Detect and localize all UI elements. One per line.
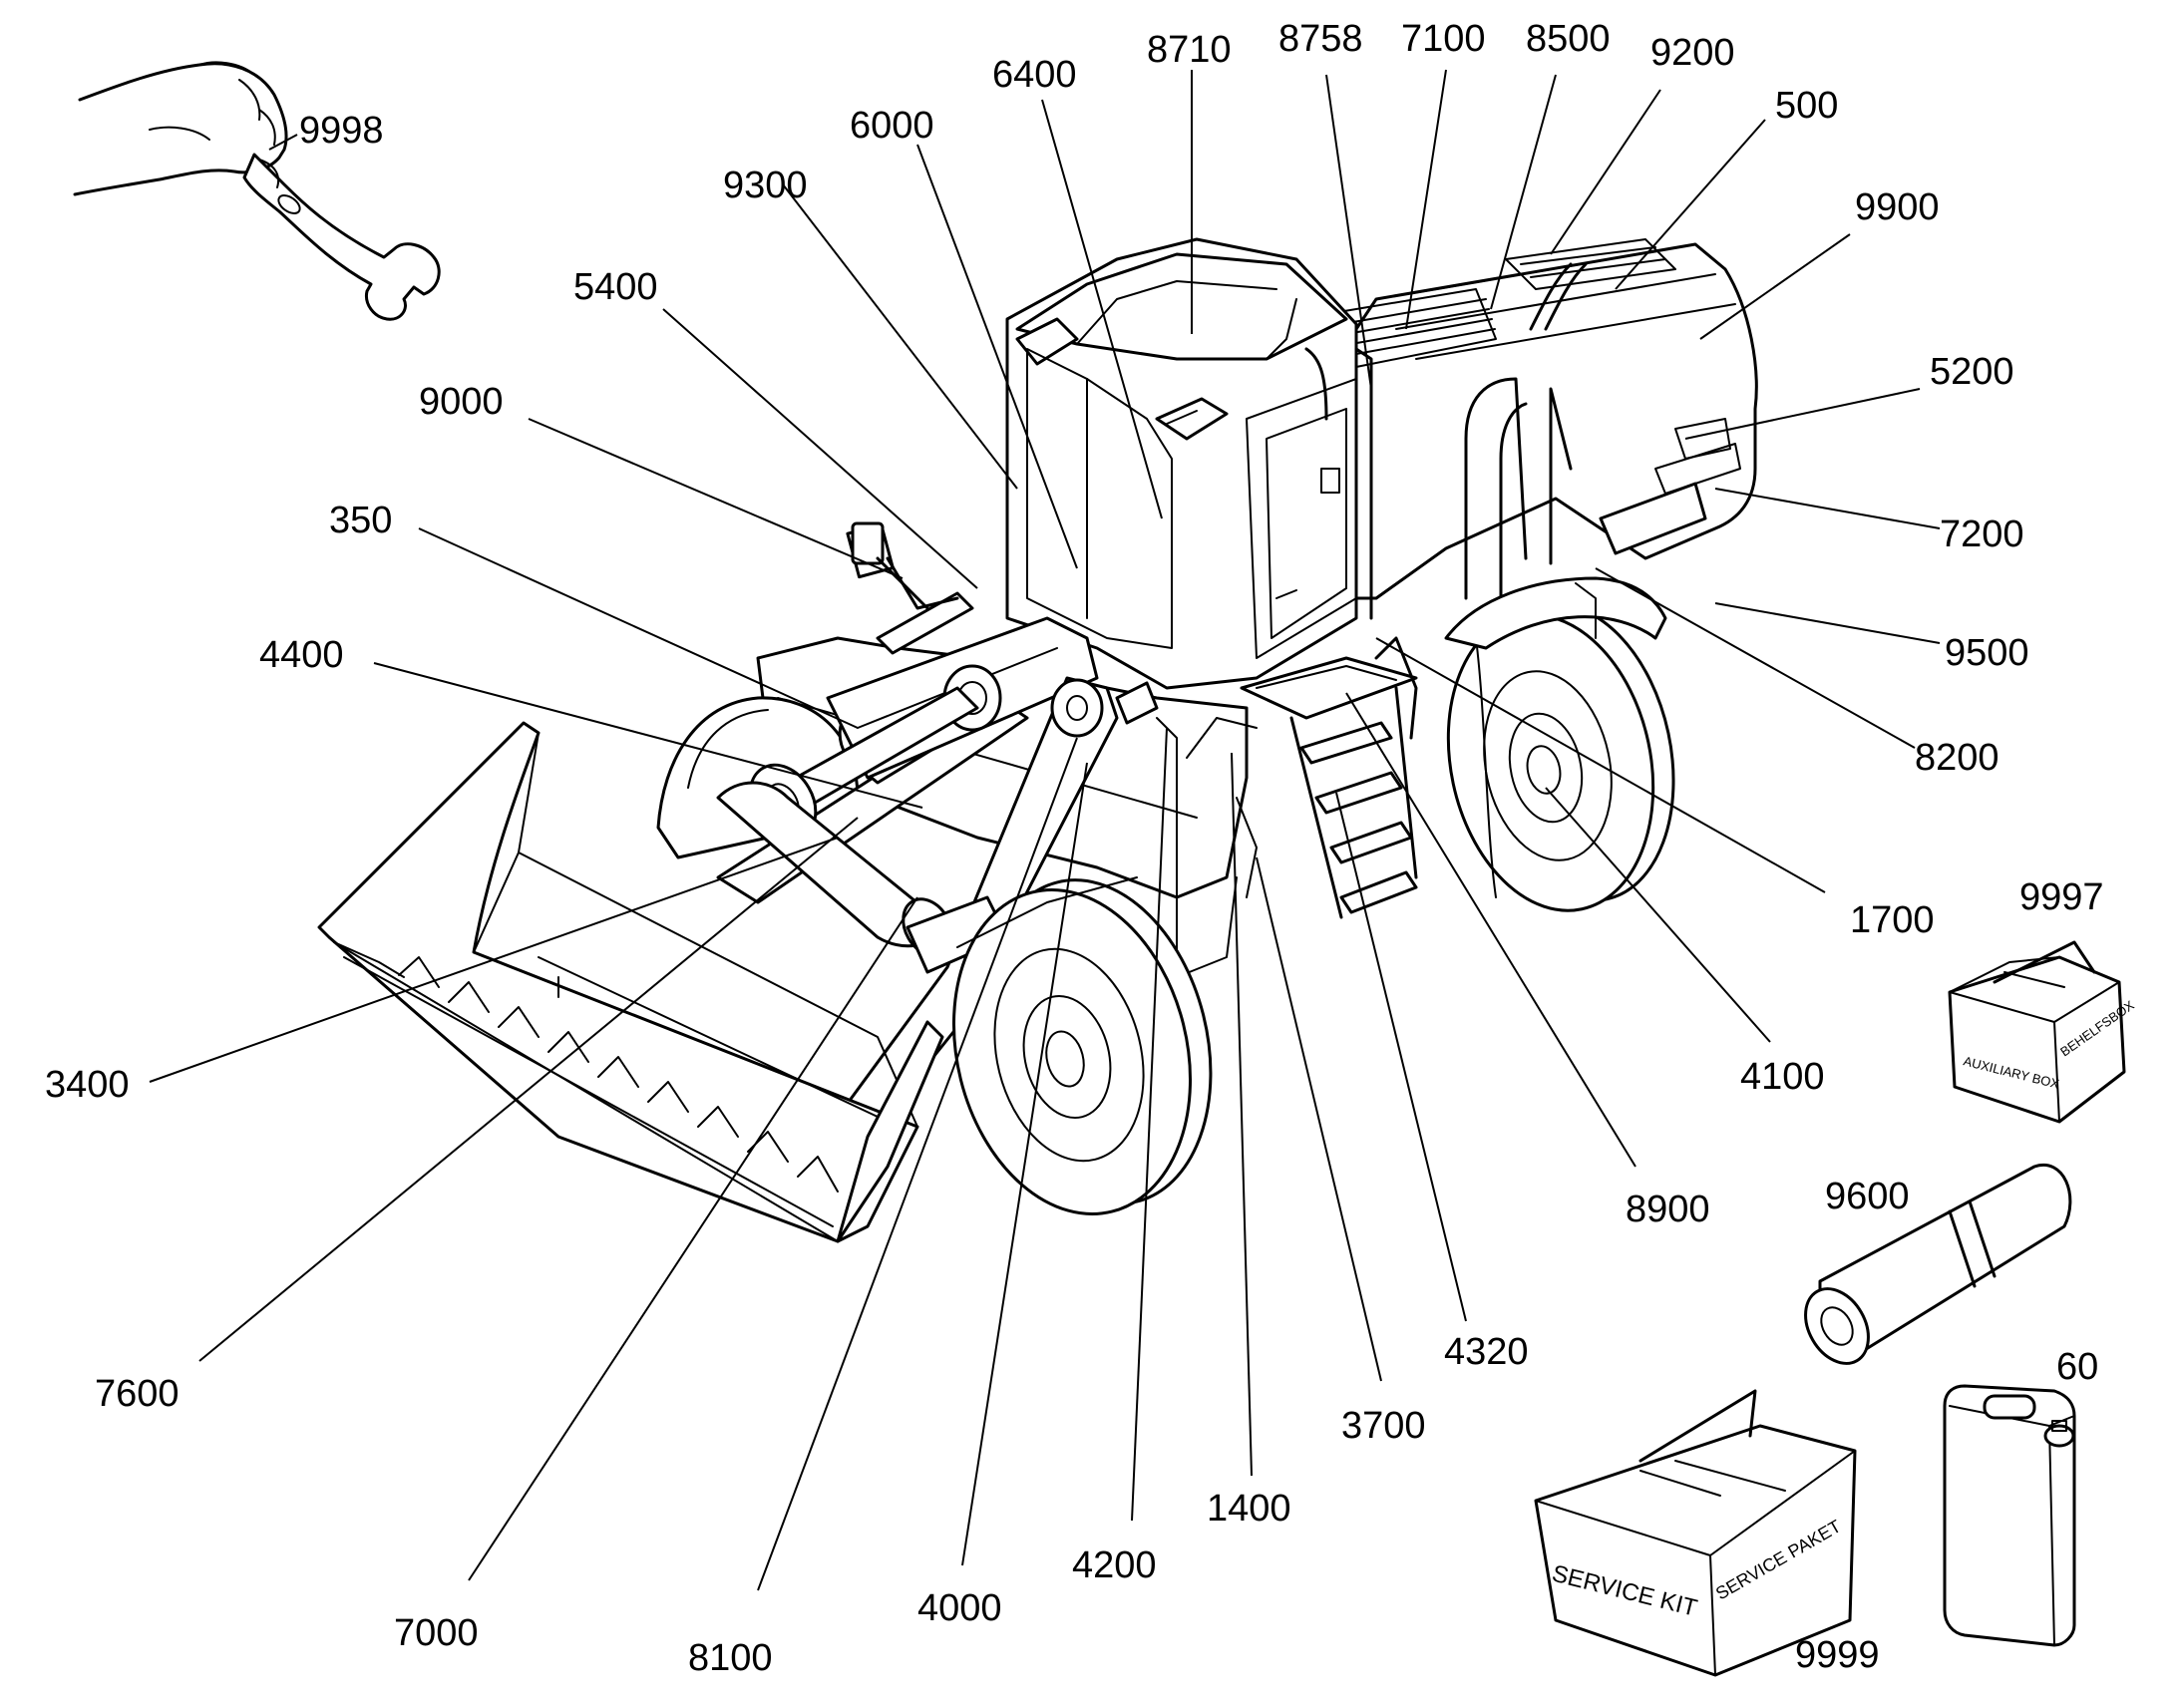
callout-9500: 9500 (1945, 632, 2029, 674)
callout-7600: 7600 (95, 1373, 180, 1415)
leader-1700 (1375, 637, 1826, 893)
leader-4000 (961, 762, 1088, 1566)
leader-9200 (1550, 89, 1661, 255)
lift-arm-linkage (716, 522, 1159, 1129)
leader-6400 (1041, 99, 1163, 519)
leader-7000 (468, 896, 918, 1581)
auxiliary-box-icon: AUXILIARY BOX BEHELFSBOX (1948, 940, 2137, 1124)
callout-8758: 8758 (1278, 18, 1363, 60)
callout-5200: 5200 (1930, 351, 2014, 393)
callout-9999: 9999 (1795, 1634, 1880, 1676)
wheel-loader-illustration (317, 237, 1758, 1243)
leader-8200 (1595, 567, 1916, 749)
leader-9900 (1699, 233, 1851, 340)
leader-4400 (373, 662, 923, 809)
callout-labels: 9998 6400 8710 8758 7100 8500 9200 500 9… (45, 18, 2104, 1679)
hand-with-wrench-icon (73, 61, 441, 321)
callout-350: 350 (329, 500, 392, 541)
callout-4100: 4100 (1740, 1056, 1825, 1098)
service-kit-box-icon: SERVICE KIT SERVICE PAKET (1534, 1389, 1857, 1677)
leader-9500 (1714, 602, 1941, 644)
front-right-wheel (951, 876, 1213, 1215)
leader-8900 (1345, 692, 1636, 1168)
callout-8500: 8500 (1526, 18, 1611, 60)
engine-hood (1325, 238, 1758, 650)
callout-7200: 7200 (1940, 513, 2024, 555)
callout-1400: 1400 (1207, 1488, 1291, 1530)
leader-1400 (1231, 752, 1253, 1477)
callout-9900: 9900 (1855, 186, 1940, 228)
leader-500 (1615, 119, 1766, 290)
leader-5200 (1684, 388, 1921, 440)
leader-8500 (1490, 74, 1557, 310)
callout-8710: 8710 (1147, 29, 1232, 71)
leader-8100 (757, 737, 1078, 1591)
callout-8200: 8200 (1915, 737, 1999, 779)
callout-4200: 4200 (1072, 1544, 1157, 1586)
leader-5400 (662, 308, 978, 589)
callout-5400: 5400 (573, 266, 658, 308)
callout-7100: 7100 (1401, 18, 1486, 60)
callout-4000: 4000 (917, 1587, 1002, 1629)
leader-4320 (1335, 792, 1467, 1322)
access-ladder (1240, 636, 1418, 919)
callout-6400: 6400 (992, 54, 1077, 96)
leader-9998 (268, 134, 298, 151)
callout-6000: 6000 (850, 105, 934, 147)
leader-4100 (1545, 787, 1771, 1043)
callout-1700: 1700 (1850, 899, 1935, 941)
callout-60: 60 (2056, 1346, 2098, 1388)
callout-9000: 9000 (419, 381, 504, 423)
operator-cab (1005, 237, 1373, 690)
callout-9300: 9300 (723, 165, 808, 206)
callout-8900: 8900 (1626, 1189, 1710, 1230)
leader-9000 (528, 418, 904, 579)
callout-8100: 8100 (688, 1637, 773, 1679)
jerrycan-icon (1943, 1384, 2076, 1647)
callout-3700: 3700 (1341, 1405, 1426, 1447)
callout-9998: 9998 (299, 110, 384, 152)
callout-4320: 4320 (1444, 1331, 1529, 1373)
callout-9997: 9997 (2019, 876, 2104, 918)
rear-right-wheel (1446, 603, 1675, 912)
tarp-roll-icon (1804, 1163, 2072, 1365)
leader-7200 (1714, 488, 1941, 529)
callout-3400: 3400 (45, 1064, 130, 1106)
callout-4400: 4400 (259, 634, 344, 676)
leader-3700 (1256, 856, 1382, 1382)
leader-3400 (149, 837, 839, 1083)
bucket (317, 721, 944, 1243)
leader-9300 (782, 183, 1018, 490)
leader-7600 (198, 817, 859, 1362)
callout-500: 500 (1775, 85, 1838, 127)
leader-4200 (1131, 727, 1168, 1522)
leader-8758 (1325, 74, 1372, 390)
callout-7000: 7000 (394, 1612, 479, 1654)
leader-lines (149, 69, 1941, 1591)
leader-350 (418, 527, 859, 729)
callout-9600: 9600 (1825, 1176, 1910, 1217)
leader-6000 (916, 144, 1078, 569)
leader-7100 (1405, 69, 1447, 330)
callout-9200: 9200 (1650, 32, 1735, 74)
